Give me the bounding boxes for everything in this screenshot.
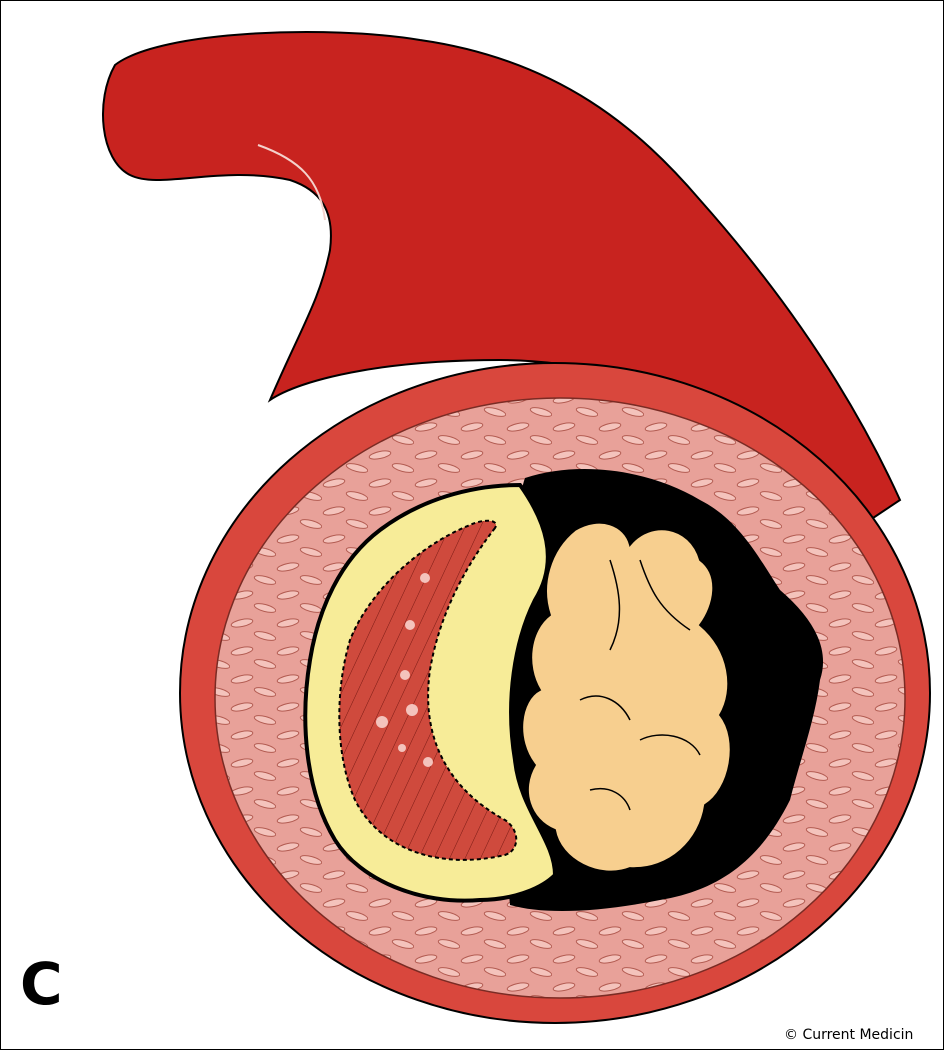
copyright-credit: © Current Medicin bbox=[784, 1026, 942, 1044]
panel-letter: C bbox=[20, 955, 63, 1013]
lipid-core bbox=[522, 523, 730, 872]
